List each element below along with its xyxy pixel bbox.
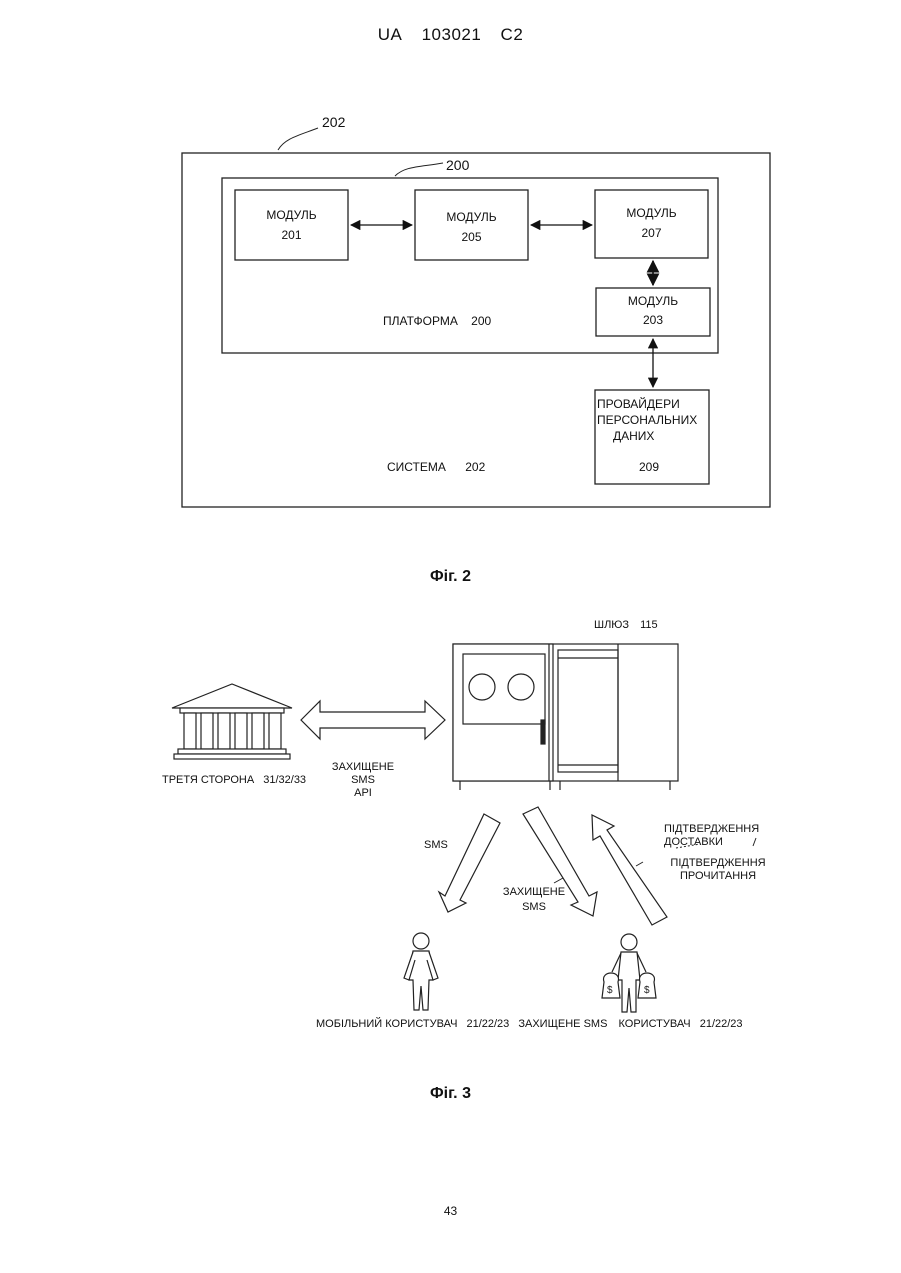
confirm-arrow: [592, 815, 667, 925]
secure-sms-line2: SMS: [498, 900, 570, 915]
secure-sms-bottom: ЗАХИЩЕНЕ SMS: [518, 1018, 607, 1030]
read-confirm-label: ПІДТВЕРДЖЕННЯ ПРОЧИТАННЯ: [668, 857, 768, 883]
system-label: СИСТЕМА 202: [387, 460, 485, 474]
module-207-title: МОДУЛЬ: [595, 203, 708, 223]
providers-line1: ПРОВАЙДЕРИ: [597, 396, 697, 412]
bottom-labels: МОБІЛЬНИЙ КОРИСТУВАЧ 21/22/23 ЗАХИЩЕНЕ S…: [316, 1018, 743, 1030]
secure-sms-line1: ЗАХИЩЕНЕ: [498, 885, 570, 900]
module-203-num: 203: [596, 311, 710, 330]
leader-202: [278, 128, 318, 150]
sms-label: SMS: [424, 839, 448, 851]
fig2-diagram: [0, 0, 901, 560]
bank-building: [172, 684, 292, 759]
money-bag-left-symbol: $: [607, 985, 613, 996]
module-201-title: МОДУЛЬ: [235, 205, 348, 225]
secure-api-line1: ЗАХИЩЕНЕ: [326, 761, 400, 774]
module-203: МОДУЛЬ 203: [596, 292, 710, 330]
third-party-label: ТРЕТЯ СТОРОНА 31/32/33: [162, 774, 306, 786]
fig3-diagram: $ $: [0, 600, 901, 1050]
read-confirm-line2: ПРОЧИТАННЯ: [668, 870, 768, 883]
sms-arrow: [439, 814, 500, 912]
providers-line2: ПЕРСОНАЛЬНИХ: [597, 412, 697, 428]
leader-200: [395, 163, 443, 176]
delivery-confirm-line2: ДОСТАВКИ: [664, 836, 759, 849]
providers-line3: ДАНИХ: [597, 428, 697, 444]
gateway-label: ШЛЮЗ 115: [594, 619, 658, 631]
third-party-text: ТРЕТЯ СТОРОНА: [162, 774, 254, 786]
module-205: МОДУЛЬ 205: [415, 207, 528, 247]
module-201: МОДУЛЬ 201: [235, 205, 348, 245]
fig3-caption: Фіг. 3: [0, 1085, 901, 1103]
gateway-label-num: 115: [640, 619, 658, 631]
fig2-caption: Фіг. 2: [0, 568, 901, 586]
system-label-num: 202: [465, 460, 485, 474]
third-party-num: 31/32/33: [263, 774, 306, 786]
gateway-server: [453, 644, 678, 790]
money-bag-right-symbol: $: [644, 985, 650, 996]
secure-api-line2: SMS: [326, 774, 400, 787]
leader-read-confirm: [636, 862, 643, 866]
ref-200: 200: [446, 157, 469, 173]
module-207: МОДУЛЬ 207: [595, 203, 708, 243]
page-number: 43: [0, 1204, 901, 1218]
platform-label-num: 200: [471, 314, 491, 328]
user-num: 21/22/23: [700, 1018, 743, 1030]
module-203-title: МОДУЛЬ: [596, 292, 710, 311]
platform-label-text: ПЛАТФОРМА: [383, 314, 458, 328]
ref-202: 202: [322, 114, 345, 130]
system-label-text: СИСТЕМА: [387, 460, 446, 474]
mobile-user-text: МОБІЛЬНИЙ КОРИСТУВАЧ: [316, 1018, 457, 1030]
mobile-user-num: 21/22/23: [466, 1018, 509, 1030]
providers-label: ПРОВАЙДЕРИ ПЕРСОНАЛЬНИХ ДАНИХ: [597, 396, 697, 444]
delivery-confirm-line1: ПІДТВЕРДЖЕННЯ: [664, 823, 759, 836]
platform-label: ПЛАТФОРМА 200: [383, 314, 491, 328]
gateway-label-text: ШЛЮЗ: [594, 619, 629, 631]
mobile-user-figure: [404, 933, 438, 1010]
read-confirm-line1: ПІДТВЕРДЖЕННЯ: [668, 857, 768, 870]
api-double-arrow: [301, 701, 445, 739]
module-207-num: 207: [595, 223, 708, 243]
secure-sms-label: ЗАХИЩЕНЕ SMS: [498, 885, 570, 915]
module-205-num: 205: [415, 227, 528, 247]
module-205-title: МОДУЛЬ: [415, 207, 528, 227]
providers-num: 209: [639, 460, 659, 474]
secure-api-line3: API: [326, 787, 400, 800]
secure-api-label: ЗАХИЩЕНЕ SMS API: [326, 761, 400, 800]
user-text: КОРИСТУВАЧ: [618, 1018, 690, 1030]
leader-secure-sms: [554, 878, 563, 883]
module-201-num: 201: [235, 225, 348, 245]
delivery-confirm-label: ПІДТВЕРДЖЕННЯ ДОСТАВКИ: [664, 823, 759, 849]
user-figure: [602, 934, 656, 1012]
